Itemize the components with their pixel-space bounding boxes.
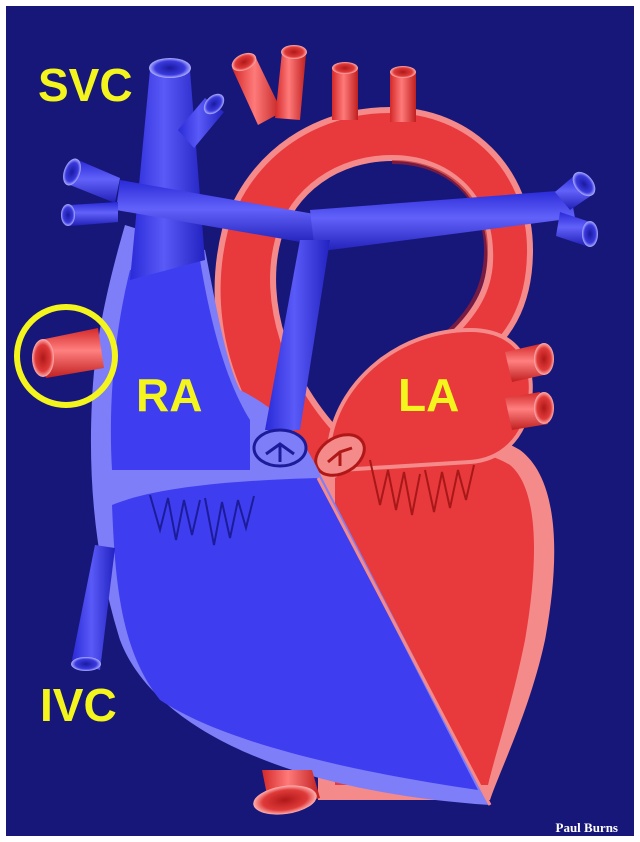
label-ra: RA [136,372,202,418]
label-la: LA [398,372,459,418]
aortic-branch-2 [332,62,358,120]
label-svc: SVC [38,62,133,108]
author-credit: Paul Burns [556,820,619,836]
aortic-branch-3 [390,66,416,122]
label-ivc: IVC [40,682,117,728]
